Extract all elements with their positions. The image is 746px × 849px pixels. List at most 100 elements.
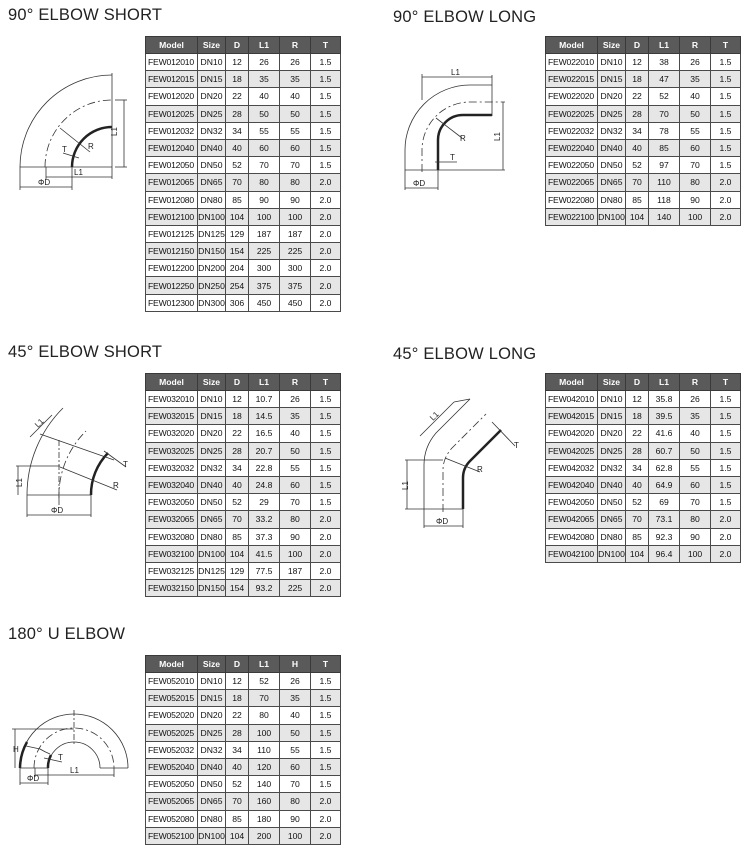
cell-size: DN65 bbox=[197, 792, 226, 811]
cell-model: FEW022065 bbox=[545, 173, 598, 192]
diagram-label-d: ΦD bbox=[38, 178, 50, 187]
diagram-label-r: R bbox=[460, 134, 466, 143]
cell-t: 2.0 bbox=[310, 792, 341, 811]
cell-h: 55 bbox=[279, 740, 311, 759]
cell-d: 40 bbox=[225, 757, 249, 777]
cell-l1: 160 bbox=[248, 792, 280, 811]
cell-model: FEW022040 bbox=[545, 138, 598, 158]
cell-h: 80 bbox=[279, 792, 311, 811]
section-title-45-elbow-short: 45° ELBOW SHORT bbox=[8, 343, 163, 361]
cell-t: 2.0 bbox=[710, 207, 741, 226]
cell-l1: 47 bbox=[648, 70, 680, 89]
cell-t: 1.5 bbox=[710, 441, 741, 460]
cell-l1: 110 bbox=[248, 740, 280, 759]
diagram-label-r: R bbox=[113, 481, 119, 490]
cell-d: 129 bbox=[225, 561, 249, 581]
cell-size: DN25 bbox=[197, 723, 226, 742]
cell-r: 60 bbox=[679, 138, 711, 158]
cell-l1: 93.2 bbox=[248, 579, 280, 598]
cell-size: DN40 bbox=[597, 475, 626, 495]
cell-t: 2.0 bbox=[310, 826, 341, 845]
cell-r: 50 bbox=[679, 104, 711, 123]
cell-t: 2.0 bbox=[310, 544, 341, 563]
cell-d: 154 bbox=[225, 579, 249, 598]
diagram-label-l1: L1 bbox=[401, 481, 410, 490]
cell-t: 2.0 bbox=[710, 173, 741, 192]
cell-r: 60 bbox=[279, 138, 311, 158]
cell-l1: 70 bbox=[248, 689, 280, 708]
cell-l1: 120 bbox=[248, 757, 280, 777]
cell-d: 18 bbox=[225, 70, 249, 89]
cell-r: 80 bbox=[279, 173, 311, 192]
cell-model: FEW052025 bbox=[145, 723, 198, 742]
cell-t: 2.0 bbox=[310, 809, 341, 828]
cell-model: FEW012065 bbox=[145, 173, 198, 192]
cell-t: 1.5 bbox=[310, 757, 341, 777]
diagram-label-l1: L1 bbox=[74, 168, 83, 177]
cell-d: 104 bbox=[225, 207, 249, 226]
cell-size: DN40 bbox=[197, 138, 226, 158]
column-header-l1: L1 bbox=[248, 655, 280, 673]
cell-model: FEW022025 bbox=[545, 104, 598, 123]
diagram-label-r: R bbox=[477, 465, 483, 474]
cell-l1: 96.4 bbox=[648, 544, 680, 563]
cell-h: 50 bbox=[279, 723, 311, 742]
cell-r: 60 bbox=[679, 475, 711, 495]
cell-l1: 200 bbox=[248, 826, 280, 845]
cell-d: 104 bbox=[625, 207, 649, 226]
cell-l1: 50 bbox=[248, 104, 280, 123]
diagram-label-r: R bbox=[88, 142, 94, 151]
cell-d: 154 bbox=[225, 242, 249, 261]
cell-r: 100 bbox=[679, 544, 711, 563]
cell-t: 2.0 bbox=[310, 293, 341, 312]
column-header-d: D bbox=[225, 655, 249, 673]
cell-model: FEW032065 bbox=[145, 510, 198, 529]
cell-t: 2.0 bbox=[310, 527, 341, 546]
cell-model: FEW032015 bbox=[145, 407, 198, 426]
cell-l1: 24.8 bbox=[248, 475, 280, 495]
cell-size: DN40 bbox=[197, 757, 226, 777]
cell-t: 1.5 bbox=[710, 70, 741, 89]
cell-r: 90 bbox=[679, 527, 711, 546]
column-header-h: H bbox=[279, 655, 311, 673]
cell-t: 1.5 bbox=[310, 104, 341, 123]
cell-t: 1.5 bbox=[310, 775, 341, 794]
cell-model: FEW042040 bbox=[545, 475, 598, 495]
cell-r: 100 bbox=[679, 207, 711, 226]
column-header-r: R bbox=[679, 373, 711, 391]
cell-model: FEW012015 bbox=[145, 70, 198, 89]
cell-r: 450 bbox=[279, 293, 311, 312]
column-header-l1: L1 bbox=[248, 36, 280, 54]
cell-t: 1.5 bbox=[310, 723, 341, 742]
column-header-model: Model bbox=[545, 36, 598, 54]
section-title-180-u-elbow: 180° U ELBOW bbox=[8, 625, 126, 643]
cell-d: 18 bbox=[225, 689, 249, 708]
diagram-label-t: T bbox=[514, 441, 519, 450]
cell-t: 2.0 bbox=[710, 527, 741, 546]
cell-l1: 35 bbox=[248, 70, 280, 89]
column-header-d: D bbox=[625, 36, 649, 54]
cell-d: 28 bbox=[625, 104, 649, 123]
column-header-t: T bbox=[710, 373, 741, 391]
